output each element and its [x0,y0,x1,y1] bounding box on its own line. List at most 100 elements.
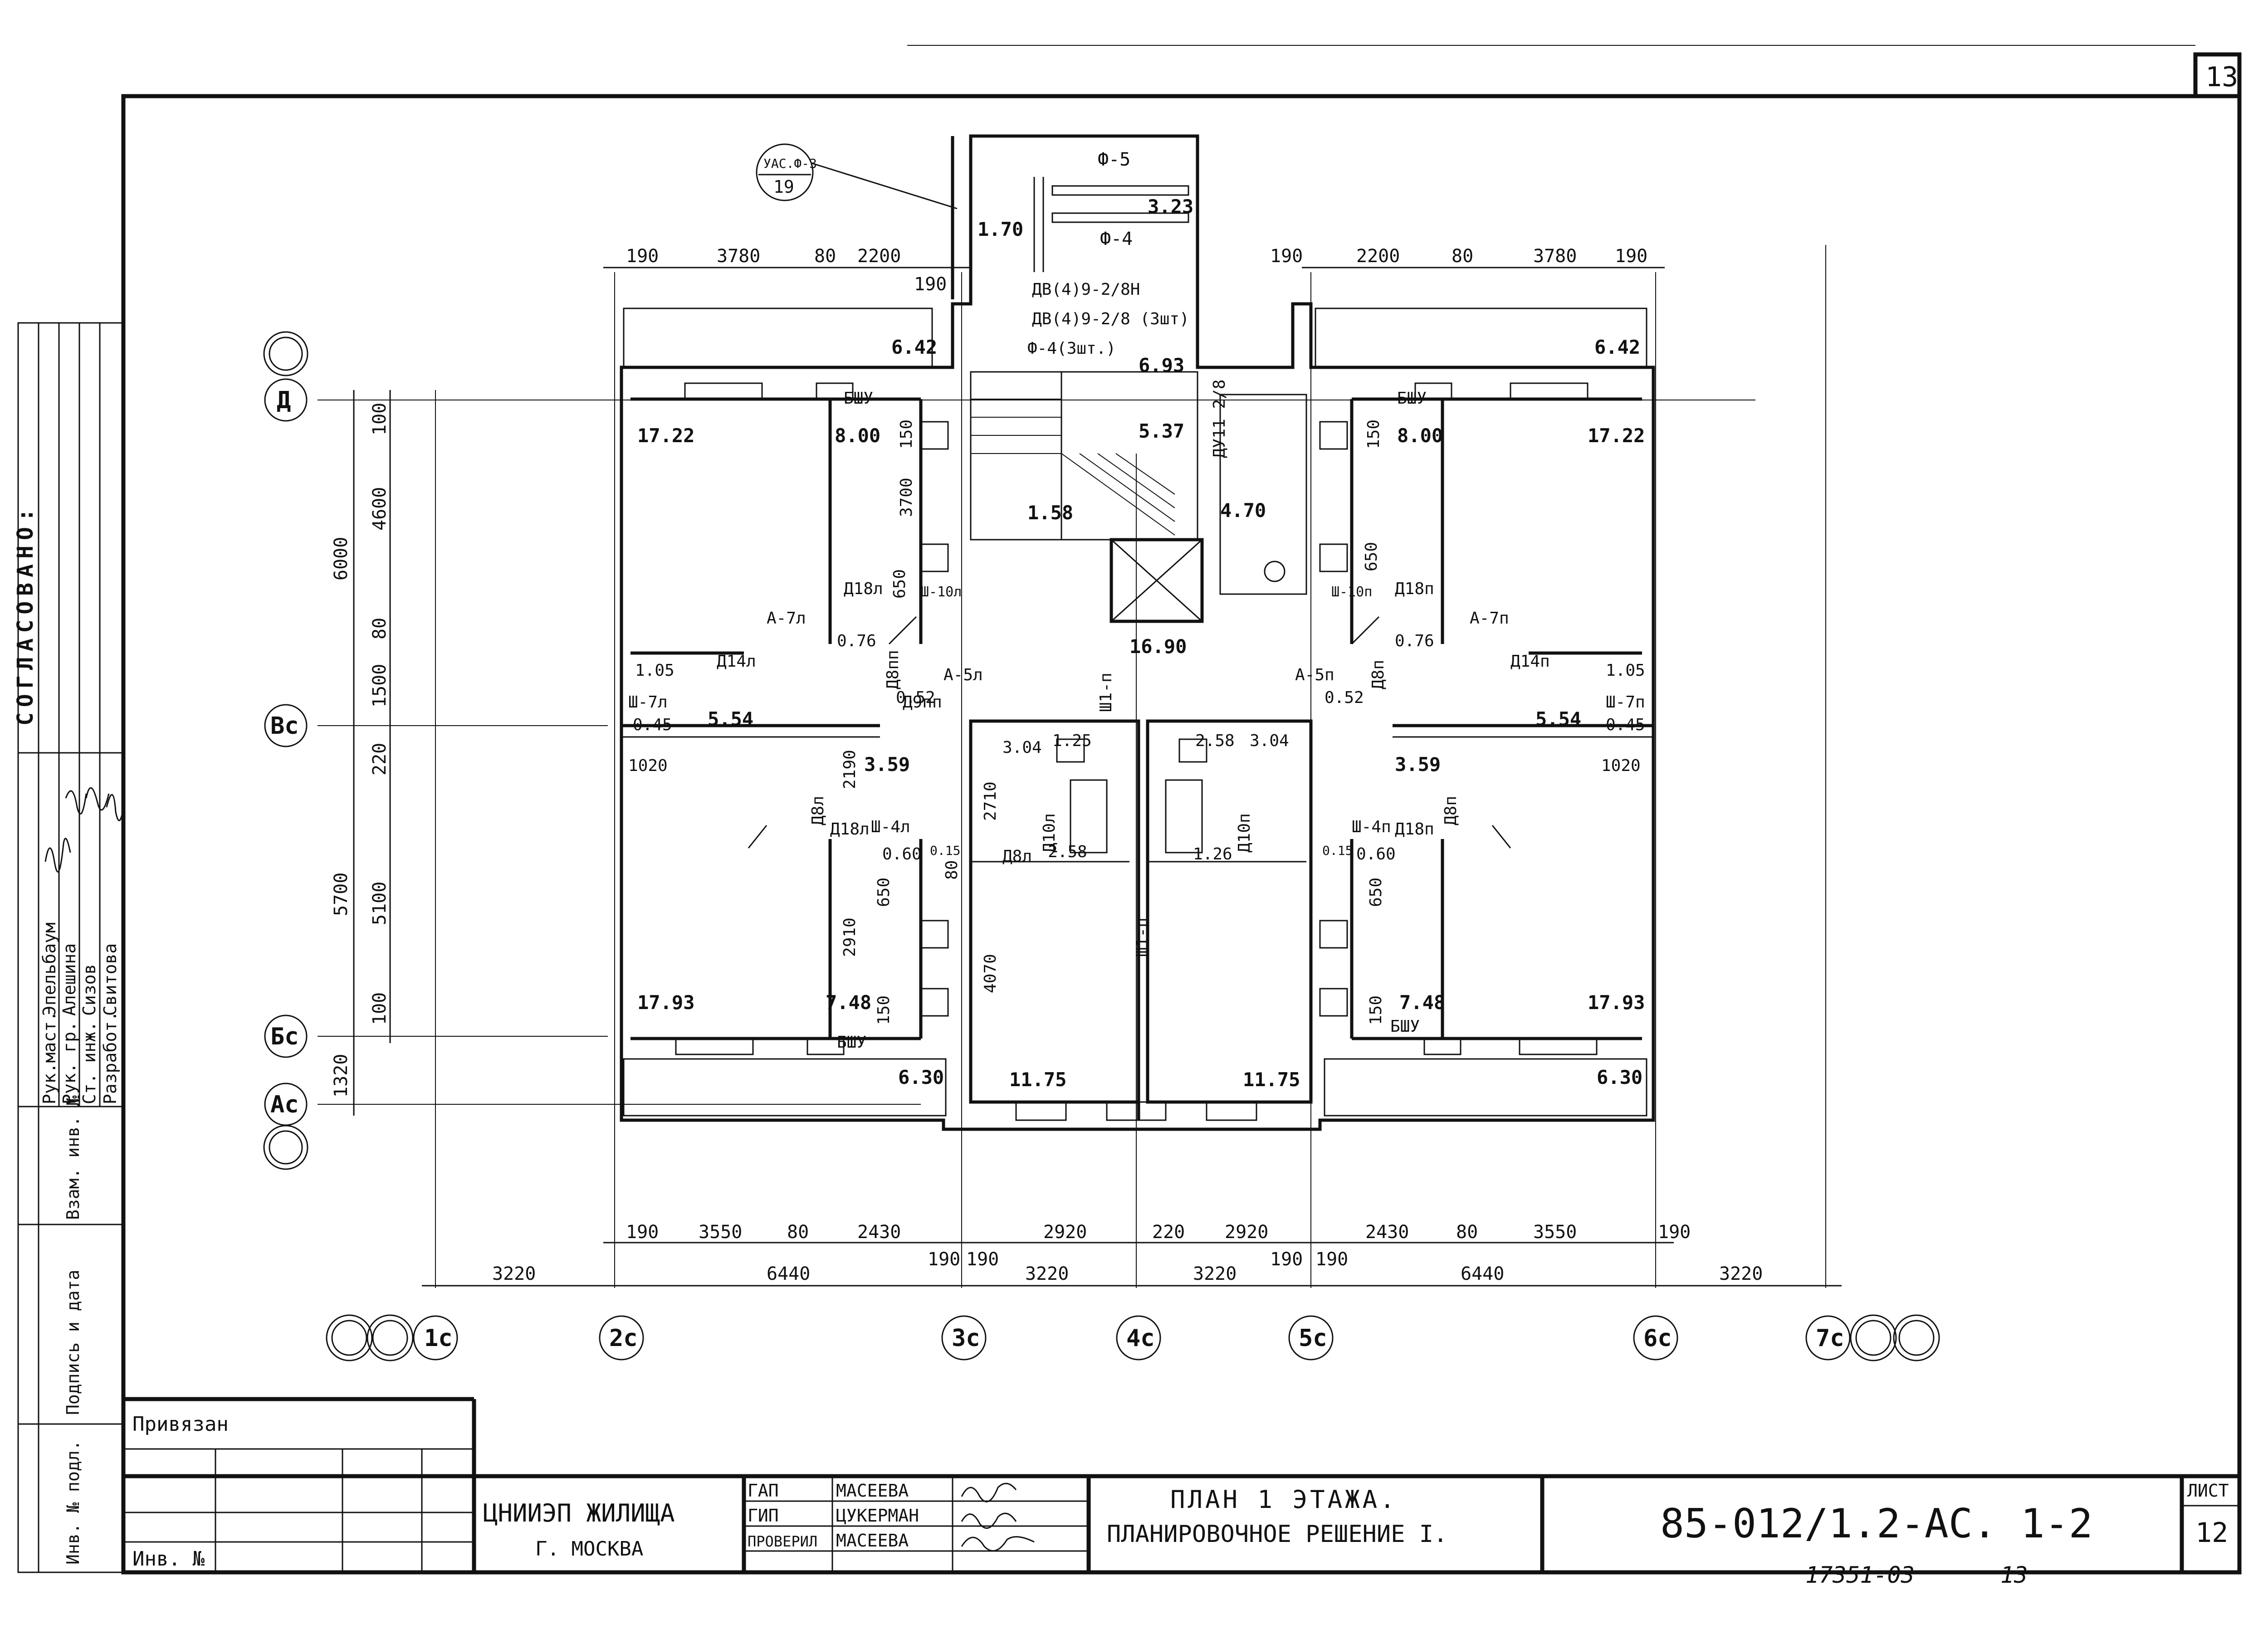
dim-left-part-1: 100 [369,403,390,435]
dim-top-right-5: 190 [1615,246,1647,267]
dim-left-part-6: 5100 [369,882,390,925]
detail-reference [756,143,814,201]
room-living-bl: 17.93 [637,991,694,1014]
dim-left-2: 5700 [331,873,352,916]
mark-k650b: 650 [875,878,893,907]
dim-bottom-6: 3220 [1719,1263,1763,1284]
dim-bottom-4: 3220 [1193,1263,1237,1284]
room-bath-r: 0.45 [1606,716,1645,734]
building-walls [620,134,1655,1131]
sheet-title-line2: ПЛАНИРОВОЧНОЕ РЕШЕНИЕ I. [1107,1521,1447,1548]
room-stair-b: 4.70 [1220,499,1266,522]
mark-k2190: 2190 [841,750,859,789]
dim-bottom-5: 6440 [1461,1263,1504,1284]
mark-k1020: 1020 [628,756,668,775]
dim-part-12: 2430 [1365,1222,1409,1243]
dim-top-left-1: 190 [626,246,659,267]
detail-ref-top: УАС.Ф-3 [763,156,817,171]
room-mid-l-sm: 2.58 [1048,843,1087,861]
title-block [123,1397,2239,1572]
axis-2c: 2с [609,1325,638,1352]
axis-3c: 3с [952,1325,980,1352]
mark-f5: Ф-5 [1098,149,1130,170]
mark-dv2: ДВ(4)9-2/8 (3шт) [1032,310,1189,328]
mark-k650: 650 [890,569,909,599]
strip-name-1: Эпельбаум [39,922,59,1016]
room-balcony-br: 6.30 [1597,1066,1642,1088]
mark-a5l: А-5л [943,666,983,684]
mark-sh10p: Ш-10п [1331,584,1372,600]
room-living-tr: 17.22 [1588,424,1645,447]
mark-a7l: А-7л [767,609,806,628]
mark-dv1: ДВ(4)9-2/8Н [1032,280,1140,299]
mark-k650r2: 650 [1367,878,1385,907]
strip-role-4: Разработ. [100,1011,120,1104]
mark-k3700: 3700 [897,478,916,517]
mark-bshu-4: БШУ [1390,1017,1420,1036]
dim-bottom-1: 3220 [492,1263,536,1284]
axis-grid [318,245,1826,1288]
room-lobby-top: 3.23 [1148,195,1193,218]
dim-part-7: 2920 [1043,1222,1087,1243]
inv-label: Инв. № [132,1547,205,1571]
axis-1c: 1с [424,1325,453,1352]
room-pantry-bl2: 0.15 [930,843,960,858]
mark-sh4l: Ш-4л [871,818,910,836]
room-mid-l-bath: 1.25 [1052,732,1092,750]
mark-d18l-b: Д18л [830,820,870,839]
room-living-tl: 17.22 [637,424,694,447]
left-approval-strip [17,322,124,1573]
mark-k150: 150 [897,419,916,449]
axis-5c: 5с [1299,1325,1327,1352]
mark-k2710: 2710 [981,781,1000,821]
dim-top-left-3: 80 [814,246,836,267]
room-stair-hall: 16.90 [1129,635,1187,658]
room-center-left: 11.75 [1009,1068,1066,1091]
agreed-label: СОГЛАСОВАНО: [13,503,38,726]
room-kitchen-br: 7.48 [1399,991,1445,1014]
room-balcony-bl: 6.30 [898,1066,944,1088]
room-closet-l3: 0.52 [896,688,935,707]
sign-role-1: ГАП [748,1481,779,1501]
detail-ref-bot: 19 [773,177,794,197]
mark-d10p: Д10п [1235,813,1254,853]
mark-f4-3: Ф-4(3шт.) [1027,339,1116,358]
dim-top-right-3: 80 [1452,246,1473,267]
mark-d10l: Д10л [1040,813,1059,853]
room-kitchen-tr: 8.00 [1397,424,1443,447]
dim-part-6: 190 [966,1249,999,1270]
strip-field-inv-orig: Инв. № подл. [63,1440,83,1565]
strip-signatures [44,787,126,873]
strip-role-1: Рук.маст. [39,1011,59,1104]
mark-d8p: Д8п [1442,796,1460,825]
mark-sh7p: Ш-7п [1606,693,1645,712]
mark-k650r: 650 [1362,542,1381,571]
dim-top-right-4: 3780 [1533,246,1577,267]
room-pantry-br: 0.60 [1356,845,1396,863]
room-hall-r: 5.54 [1535,708,1581,730]
room-mid-r-wc: 2.58 [1195,732,1235,750]
axis-4c: 4с [1126,1325,1155,1352]
mark-k1020r: 1020 [1601,756,1641,775]
room-hall-l: 5.54 [708,708,753,730]
dim-left-3: 1320 [331,1054,352,1097]
room-closet-l2: 0.76 [837,632,876,650]
room-pantry-bl: 0.60 [882,845,922,863]
strip-name-3: Сизов [79,964,99,1016]
mark-sh4p: Ш-4п [1352,818,1391,836]
mark-d8pp: Д8пп [884,650,902,689]
dim-part-8: 220 [1152,1222,1185,1243]
title-signatures [961,1483,1035,1551]
dim-bottom-2: 6440 [767,1263,810,1284]
mark-k2910: 2910 [841,917,859,957]
room-mid-r-bath: 3.04 [1250,732,1289,750]
strip-name-4: Свитова [100,943,120,1016]
dim-part-13: 80 [1456,1222,1478,1243]
mark-d14l: Д14л [717,652,756,671]
mark-d8l2: Д8л [1002,847,1032,866]
mark-d18l: Д18л [844,580,883,598]
mark-bshu-1: БШУ [844,389,873,408]
mark-f4: Ф-4 [1100,229,1133,249]
mark-a5p: А-5п [1295,666,1334,684]
